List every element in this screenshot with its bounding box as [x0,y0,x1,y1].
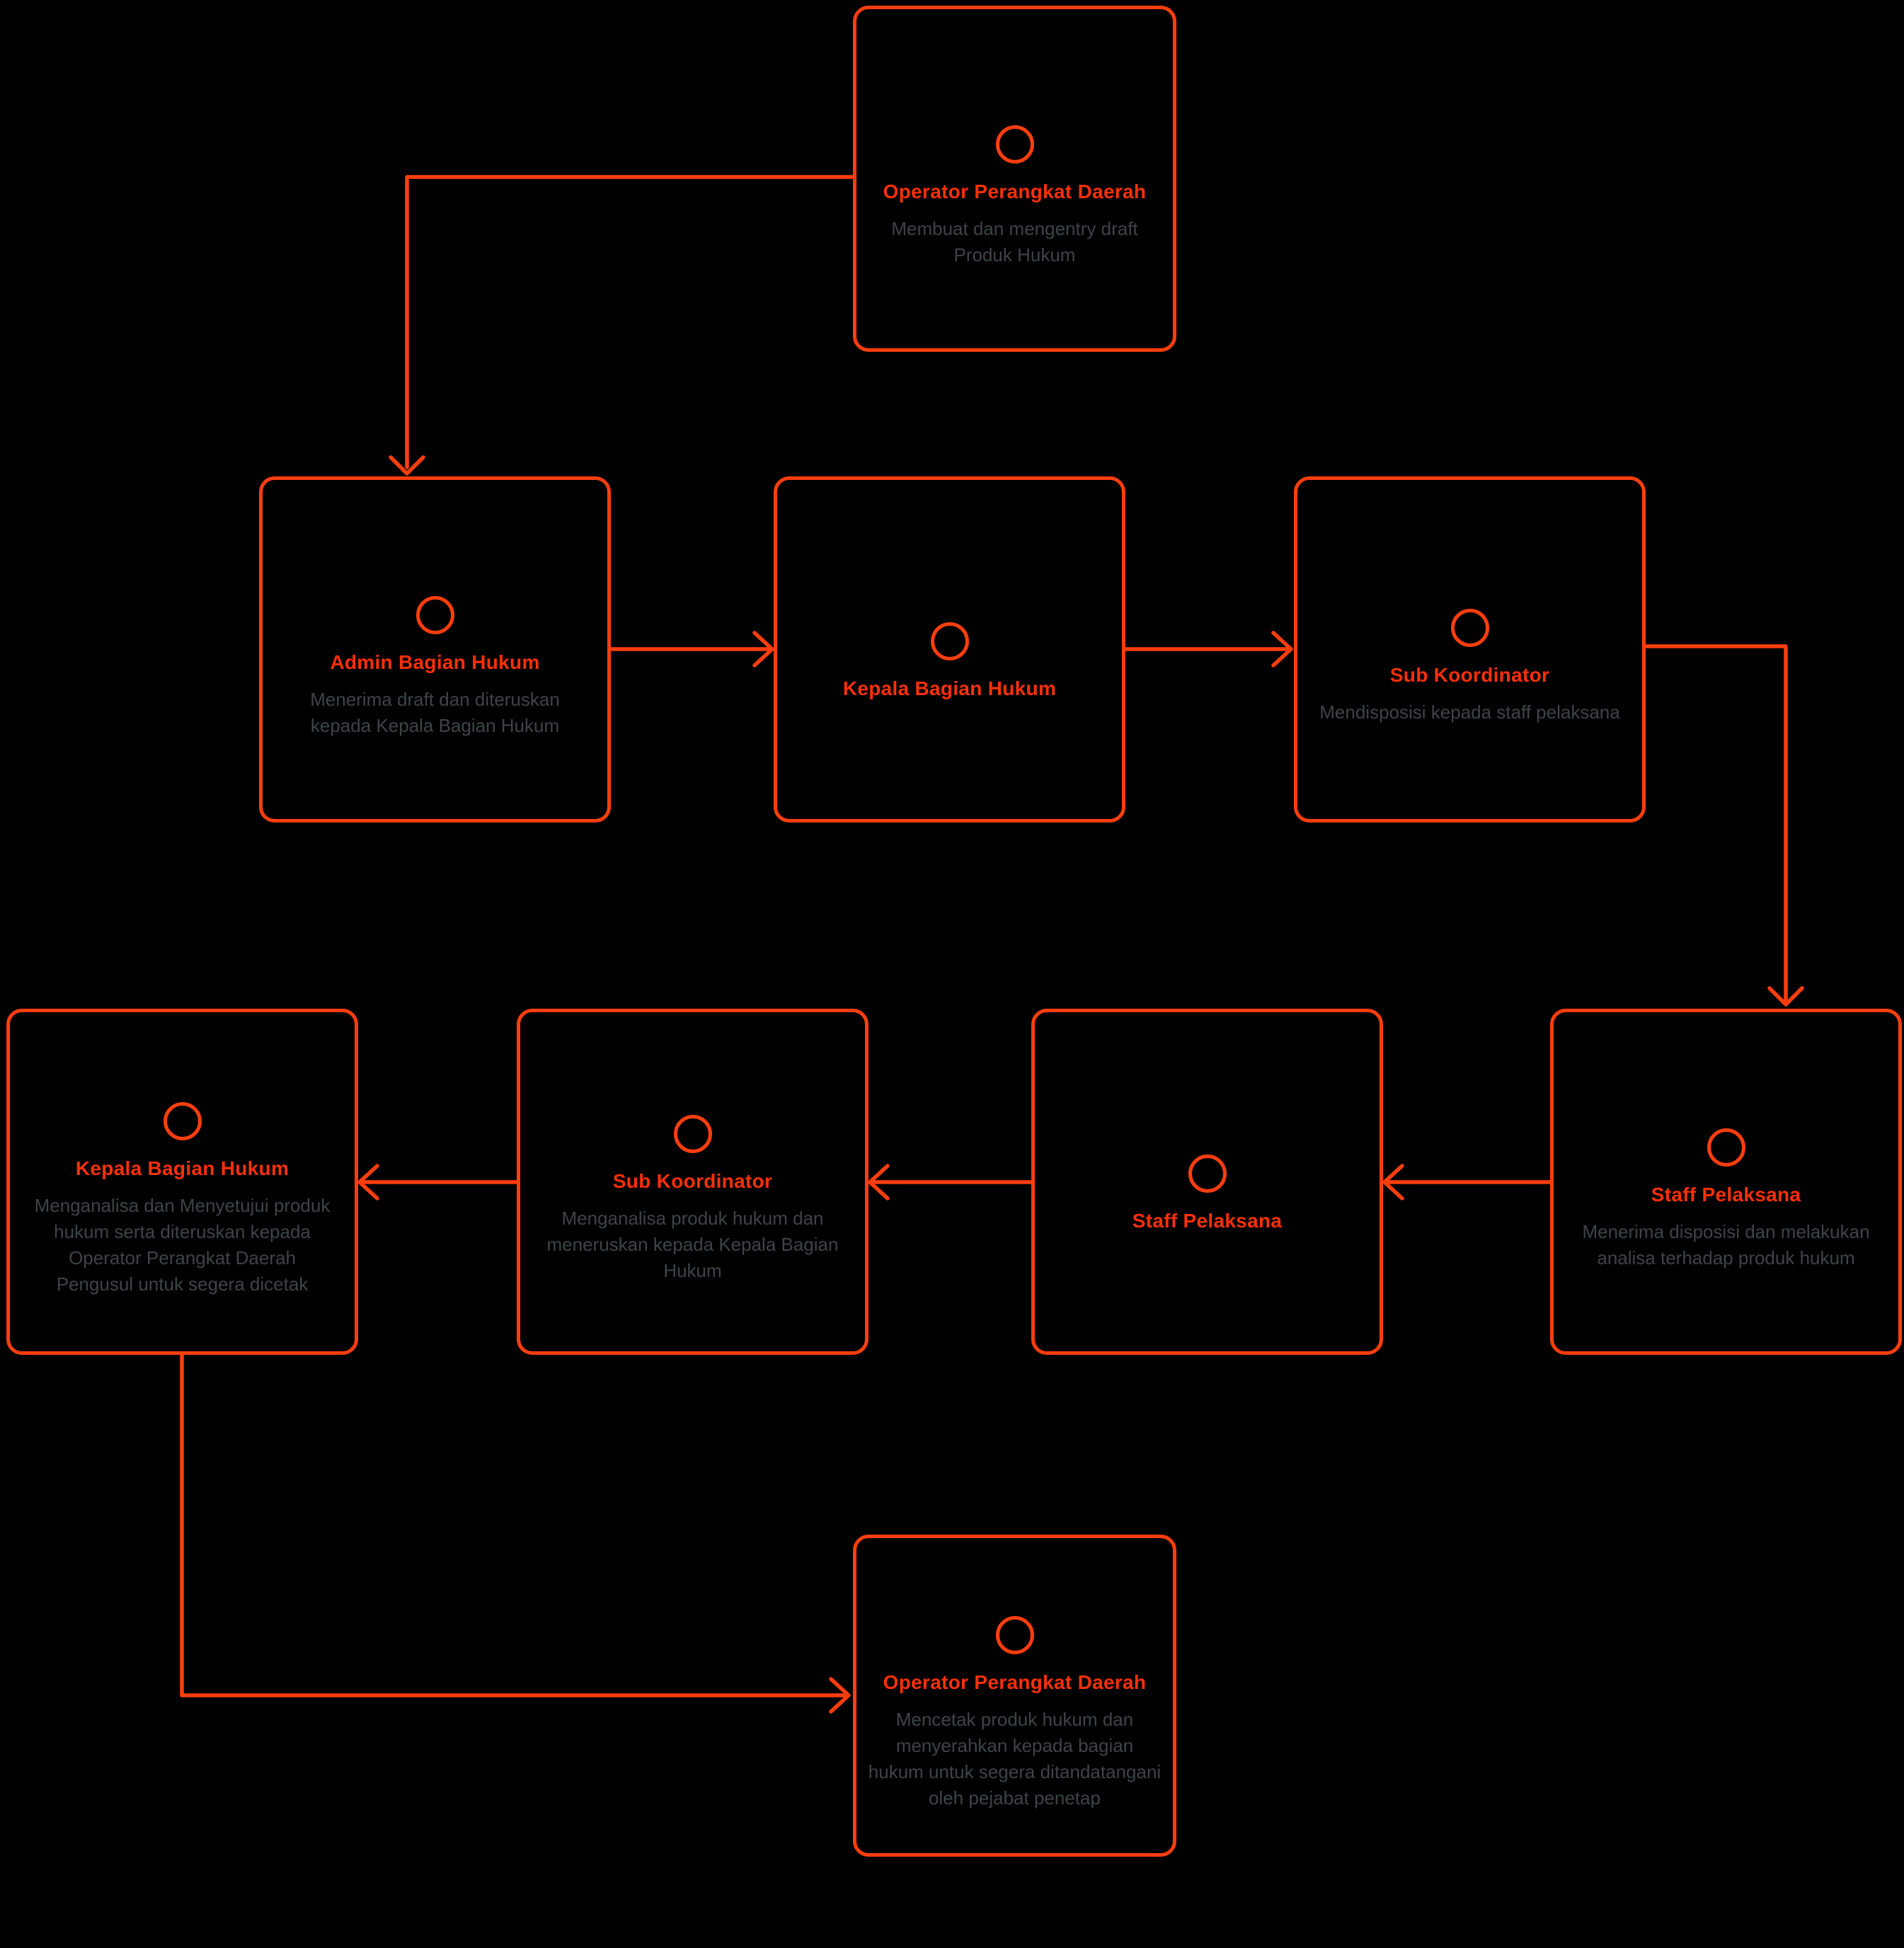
subtitle-line: hukum untuk segera ditandatangani [868,1760,1162,1782]
node-title: Operator Perangkat Daerah [883,1671,1147,1693]
subtitle-line: Mendisposisi kepada staff pelaksana [1319,701,1620,723]
node-subtitle: Mendisposisi kepada staff pelaksana [1319,699,1619,726]
arrow-left-icon [357,1164,379,1201]
connector-kepala-to-operator [180,1353,847,1697]
node-sub-koordinator-row2: Sub Koordinator Mendisposisi kepada staf… [1294,476,1646,823]
subtitle-line: kepada Kepala Bagian Hukum [310,714,560,736]
arrow-down-icon [389,455,425,476]
circle-outline-icon [995,125,1034,164]
circle-outline-icon [930,621,969,660]
arrow-down-icon [1767,986,1804,1007]
connector-subkoor-to-staff [1644,644,1788,1002]
subtitle-line: oleh pejabat penetap [929,1787,1101,1809]
arrow-right-icon [752,631,774,668]
subtitle-line: Mencetak produk hukum dan [895,1708,1134,1730]
node-subtitle: Mencetak produk hukum dan menyerahkan ke… [868,1707,1161,1811]
node-subtitle: Menerima disposisi dan melakukan analisa… [1582,1219,1869,1271]
arrow-left-icon [868,1164,890,1201]
circle-outline-icon [995,1615,1034,1654]
node-title: Operator Perangkat Daerah [883,180,1147,202]
node-title: Admin Bagian Hukum [330,651,540,673]
subtitle-line: meneruskan kepada Kepala Bagian [546,1234,839,1255]
node-subtitle: Membuat dan mengentry draft Produk Hukum [891,216,1137,268]
subtitle-line: hukum serta diteruskan kepada [54,1220,311,1242]
node-title: Sub Koordinator [612,1170,773,1192]
circle-outline-icon [1188,1154,1227,1193]
subtitle-line: Operator Perangkat Daerah [69,1247,296,1268]
node-subtitle: Menerima draft dan diteruskan kepada Kep… [310,687,560,739]
node-operator-perangkat-daerah-start: Operator Perangkat Daerah Membuat dan me… [853,6,1176,352]
subtitle-line: Produk Hukum [953,244,1076,265]
arrow-right-icon [1271,631,1293,668]
subtitle-line: Pengusul untuk segera dicetak [56,1273,309,1295]
node-subtitle: Menganalisa dan Menyetujui produk hukum … [35,1193,331,1297]
node-title: Staff Pelaksana [1132,1209,1283,1232]
node-staff-pelaksana-mid: Staff Pelaksana [1031,1009,1383,1355]
subtitle-line: analisa terhadap produk hukum [1597,1247,1855,1268]
node-title: Kepala Bagian Hukum [75,1157,289,1179]
subtitle-line: Hukum [663,1260,722,1281]
node-kepala-bagian-hukum-row2: Kepala Bagian Hukum [774,476,1125,823]
node-admin-bagian-hukum: Admin Bagian Hukum Menerima draft dan di… [259,476,611,823]
subtitle-line: menyerahkan kepada bagian [895,1734,1134,1756]
subtitle-line: Membuat dan mengentry draft [891,217,1138,239]
circle-outline-icon [415,595,454,634]
circle-outline-icon [673,1115,712,1153]
node-subtitle: Menganalisa produk hukum dan meneruskan … [547,1205,839,1284]
subtitle-line: Menerima disposisi dan melakukan [1582,1220,1870,1242]
arrow-right-icon [829,1677,851,1714]
circle-outline-icon [1450,609,1489,647]
node-staff-pelaksana-right: Staff Pelaksana Menerima disposisi dan m… [1550,1009,1902,1355]
connector-start-to-admin [405,175,855,469]
subtitle-line: Menganalisa dan Menyetujui produk [34,1194,331,1216]
node-operator-perangkat-daerah-end: Operator Perangkat Daerah Mencetak produ… [853,1535,1176,1857]
circle-outline-icon [163,1101,202,1140]
subtitle-line: Menerima draft dan diteruskan [310,688,560,710]
node-title: Kepala Bagian Hukum [842,677,1057,699]
node-title: Staff Pelaksana [1651,1183,1801,1205]
node-sub-koordinator-row3: Sub Koordinator Menganalisa produk hukum… [517,1009,868,1355]
node-title: Sub Koordinator [1389,664,1550,686]
arrow-left-icon [1382,1164,1404,1201]
subtitle-line: Menganalisa produk hukum dan [561,1208,824,1229]
circle-outline-icon [1707,1128,1745,1167]
node-kepala-bagian-hukum-row3: Kepala Bagian Hukum Menganalisa dan Meny… [6,1009,358,1355]
